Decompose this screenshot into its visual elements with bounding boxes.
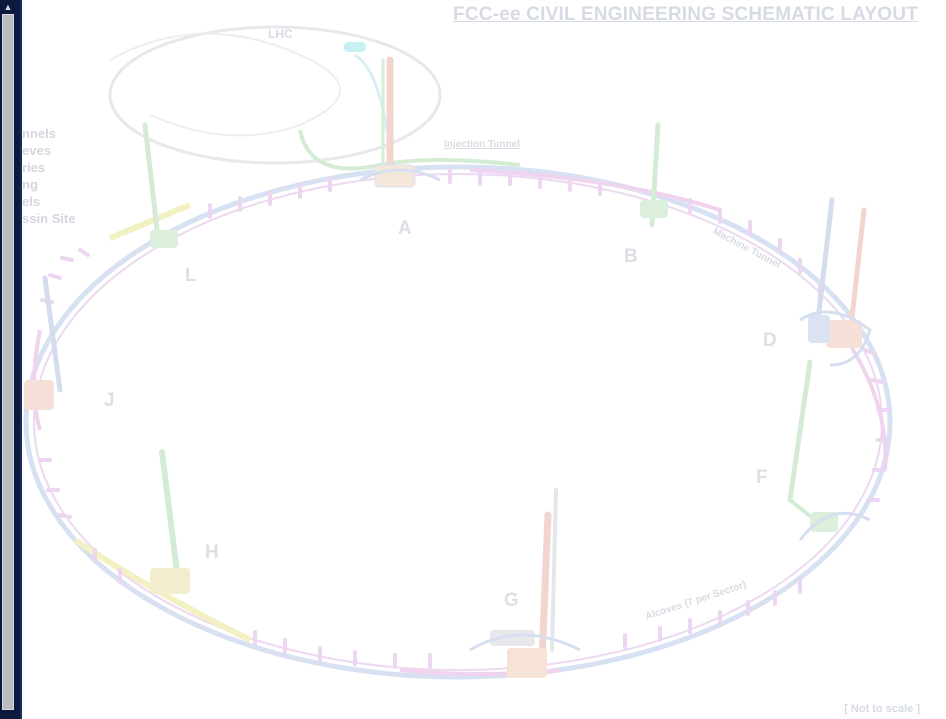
shaft-d-blue [815, 197, 835, 323]
legend-item: nnels [22, 126, 56, 141]
point-label-l: L [185, 265, 197, 286]
point-label-f: F [756, 467, 768, 488]
machine-tunnel-outer [23, 164, 893, 680]
shaft-g-grey [550, 488, 558, 652]
legend-item: els [22, 194, 41, 209]
shaft-l-green [142, 122, 161, 241]
lhc-ring [108, 25, 442, 165]
point-label-d: D [763, 330, 777, 351]
caverns [24, 164, 872, 678]
point-label-b: B [624, 246, 638, 267]
point-label-j: J [104, 390, 115, 411]
point-label-g: G [504, 590, 519, 611]
legend-item: ng [22, 177, 38, 192]
diagram-title: FCC-ee CIVIL ENGINEERING SCHEMATIC LAYOU… [453, 4, 918, 25]
legend-item: ries [22, 160, 46, 175]
tunnel-segment-pink-top [469, 168, 721, 212]
lhc-label: LHC [268, 27, 293, 41]
scale-note: [ Not to scale ] [844, 703, 920, 715]
shaft-d-red [847, 207, 867, 338]
scroll-up-icon[interactable]: ▲ [3, 2, 13, 12]
lhc-marker [344, 42, 366, 52]
injection-tunnel-label: Injection Tunnel [444, 139, 520, 150]
legend-item: eves [22, 143, 51, 158]
scrollbar[interactable] [2, 14, 14, 710]
tunnel-segment-yellow-left [108, 202, 192, 241]
alcoves [38, 168, 890, 669]
point-label-a: A [398, 218, 412, 239]
shaft-h-green [159, 449, 181, 583]
injection-tunnel-link [354, 53, 392, 151]
side-panel: ▲ [0, 0, 22, 719]
lhc-inner-loop [109, 32, 341, 137]
point-label-h: H [205, 542, 219, 563]
legend-item: ssin Site [22, 211, 76, 226]
shaft-f-green [787, 359, 813, 503]
shaft-j-blue [42, 275, 63, 393]
